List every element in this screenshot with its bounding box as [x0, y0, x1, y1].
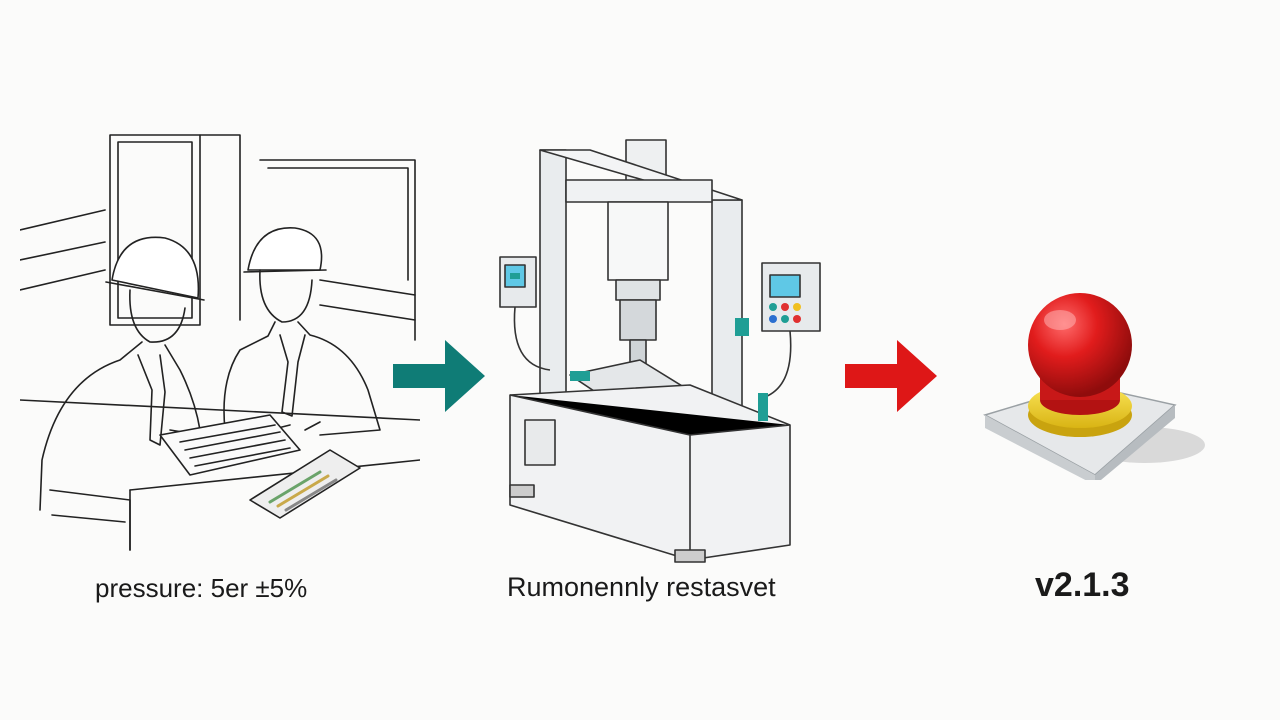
test-press-machine-illustration — [490, 135, 830, 565]
emergency-stop-button-icon — [975, 280, 1215, 480]
step-2-caption: Rumonennly restasvet — [507, 572, 776, 602]
step-1-caption: pressure: 5er ±5% — [95, 573, 308, 603]
step-3-caption: v2.1.3 — [1035, 566, 1130, 604]
arrow-right-icon — [845, 340, 937, 412]
arrow-right-icon — [393, 340, 485, 412]
engineers-review-illustration — [20, 130, 420, 555]
